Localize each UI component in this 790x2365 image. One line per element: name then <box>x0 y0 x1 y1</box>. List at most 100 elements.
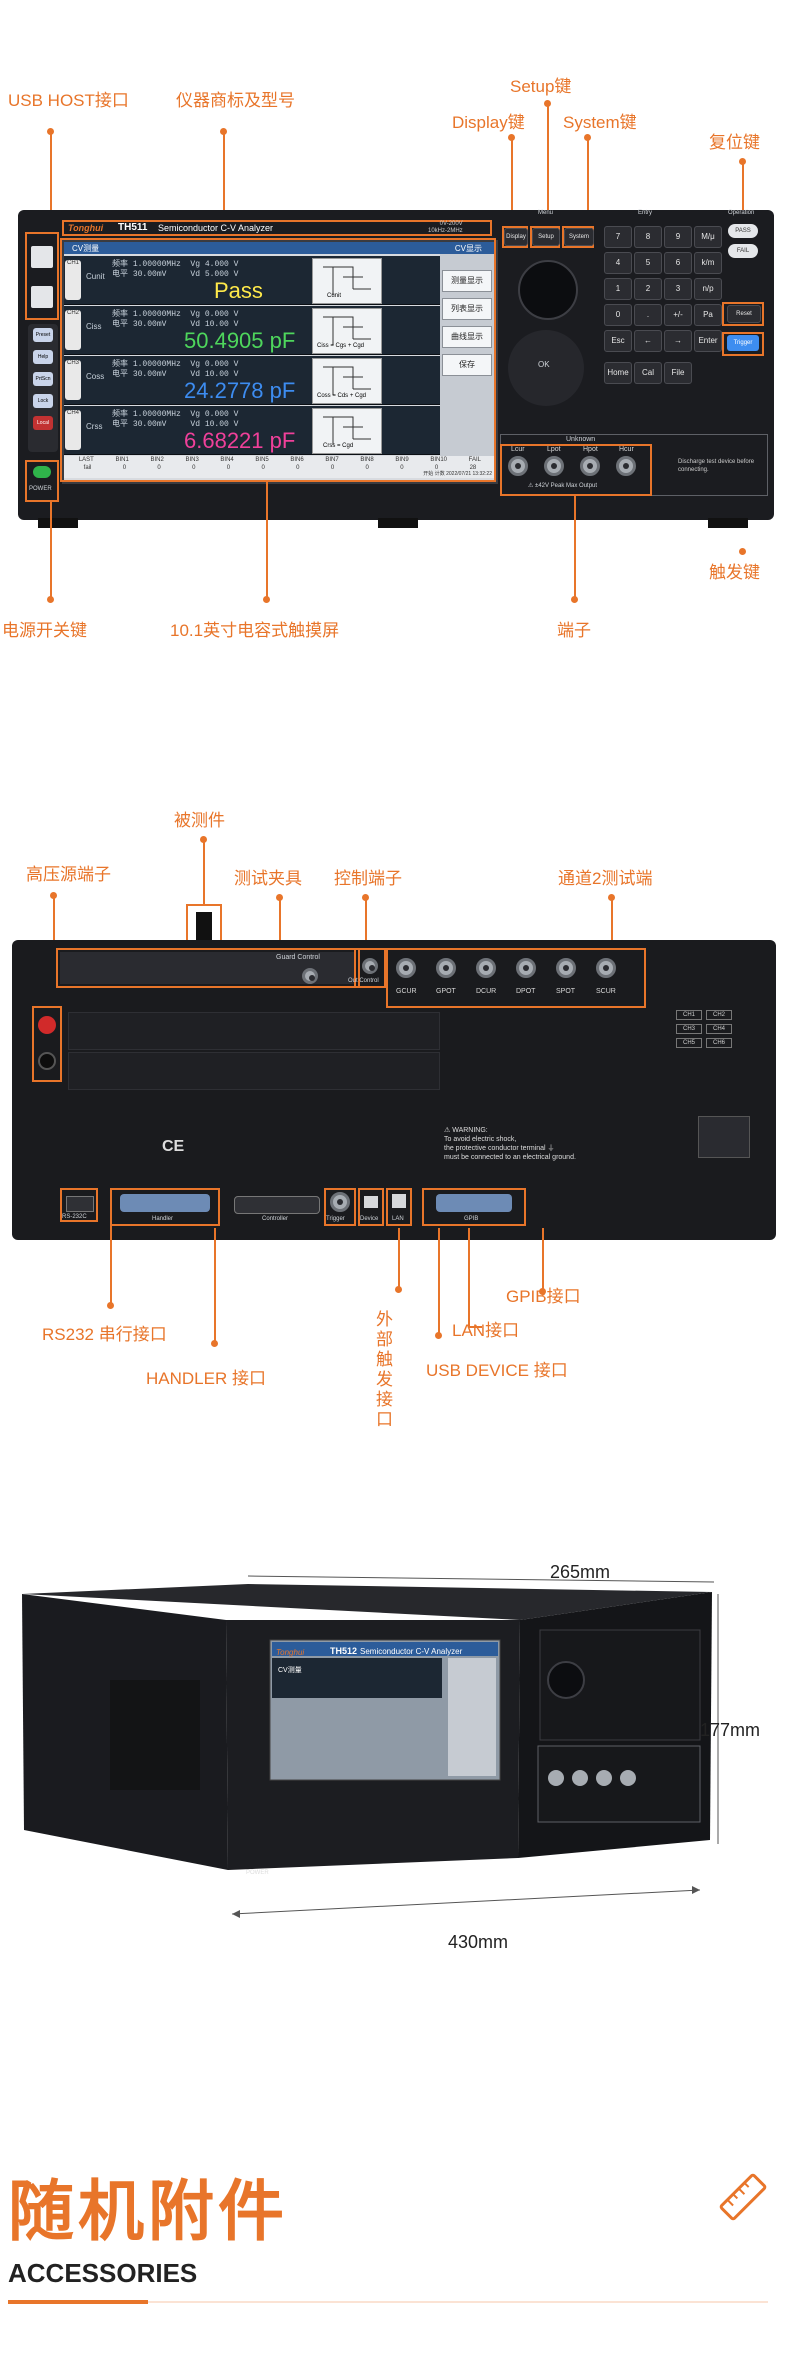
accessories-title-en: ACCESSORIES <box>8 2258 198 2288</box>
preset-key[interactable]: Preset <box>33 328 53 342</box>
terminal-note: ⚠ ±42V Peak Max Output <box>528 483 598 489</box>
local-key[interactable]: Local <box>33 416 53 430</box>
level-value: 30.00mV <box>132 270 167 279</box>
btn-list-display[interactable]: 列表显示 <box>442 298 492 320</box>
measure-row[interactable]: CH3 Coss 频率 1.00000MHz Vg 0.000 V 电平 30.… <box>64 356 440 405</box>
circuit-label: Ciss = Cgs + Cgd <box>317 343 365 349</box>
arrow-pad[interactable] <box>508 330 584 406</box>
key-1[interactable]: 1 <box>604 278 632 300</box>
setup-key[interactable]: Setup <box>532 228 560 246</box>
handler-port[interactable] <box>120 1194 210 1212</box>
key-0[interactable]: 0 <box>604 304 632 326</box>
system-key[interactable]: System <box>564 228 594 246</box>
key-dot[interactable]: . <box>634 304 662 326</box>
connector-gpot[interactable] <box>436 958 456 978</box>
terminal-lpot[interactable] <box>544 456 564 476</box>
hpot-label: Hpot <box>583 446 598 453</box>
trigger-port[interactable] <box>330 1192 350 1212</box>
key-4[interactable]: 4 <box>604 252 632 274</box>
measure-row[interactable]: CH1 Cunit 频率 1.00000MHz Vg 4.000 V 电平 30… <box>64 256 440 305</box>
btn-measure-display[interactable]: 测量显示 <box>442 270 492 292</box>
vd-value: 10.00 V <box>204 320 239 329</box>
label-lan: LAN接口 <box>452 1321 520 1340</box>
connector-spot[interactable] <box>556 958 576 978</box>
power-button[interactable] <box>33 466 51 478</box>
iso-brand: Tonghui <box>276 1648 305 1657</box>
terminal-lcur[interactable] <box>508 456 528 476</box>
key-9[interactable]: 9 <box>664 226 692 248</box>
status-count[interactable]: 计数 <box>434 471 445 477</box>
freq-value: 1.00000MHz <box>132 260 181 269</box>
key-np[interactable]: n/p <box>694 278 722 300</box>
touchscreen-callout <box>60 238 496 482</box>
menu-label: Menu <box>538 210 554 216</box>
lan-port[interactable] <box>392 1194 406 1208</box>
ok-key[interactable]: OK <box>538 360 550 369</box>
status-start[interactable]: 开始 <box>423 471 434 477</box>
connector-gcur[interactable] <box>396 958 416 978</box>
key-5[interactable]: 5 <box>634 252 662 274</box>
key-esc[interactable]: Esc <box>604 330 632 352</box>
connector-scur[interactable] <box>596 958 616 978</box>
display-key[interactable]: Display <box>504 228 528 246</box>
dim-height: 177mm <box>700 1720 761 1740</box>
touch-screen[interactable]: CV测量 CV显示 CH1 Cunit 频率 1.00000MHz Vg 4.0… <box>62 240 498 484</box>
terminal-hpot[interactable] <box>580 456 600 476</box>
usb-port-2[interactable] <box>31 286 53 308</box>
channel-tab[interactable]: CH3 <box>65 360 81 400</box>
channel-tab[interactable]: CH2 <box>65 310 81 350</box>
key-7[interactable]: 7 <box>604 226 632 248</box>
terminal-hcur[interactable] <box>616 456 636 476</box>
lan-callout <box>386 1188 412 1226</box>
gpib-port[interactable] <box>436 1194 512 1212</box>
level-value: 30.00mV <box>132 370 167 379</box>
usb-port-1[interactable] <box>31 246 53 268</box>
guard-control-connector[interactable] <box>302 968 318 984</box>
key-km[interactable]: k/m <box>694 252 722 274</box>
rs232-port[interactable] <box>66 1196 94 1212</box>
key-home[interactable]: Home <box>604 362 632 384</box>
key-cal[interactable]: Cal <box>634 362 662 384</box>
help-key[interactable]: Help <box>33 350 53 364</box>
prtscn-key[interactable]: PrtScn <box>33 372 53 386</box>
channel-tab[interactable]: CH4 <box>65 410 81 450</box>
channel-tab[interactable]: CH1 <box>65 260 81 300</box>
key-mu[interactable]: M/μ <box>694 226 722 248</box>
reset-key[interactable]: Reset <box>727 305 761 323</box>
lock-key[interactable]: Lock <box>33 394 53 408</box>
level-value: 30.00mV <box>132 420 167 429</box>
key-2[interactable]: 2 <box>634 278 662 300</box>
iso-screen-title: CV测量 <box>278 1667 302 1674</box>
key-file[interactable]: File <box>664 362 692 384</box>
trigger-port-callout <box>324 1188 356 1226</box>
usb-device-port[interactable] <box>364 1196 378 1208</box>
hv-positive-terminal[interactable] <box>38 1016 56 1034</box>
btn-save[interactable]: 保存 <box>442 354 492 376</box>
brand-callout <box>62 220 492 236</box>
controller-port[interactable] <box>234 1196 320 1214</box>
key-plusminus[interactable]: +/- <box>664 304 692 326</box>
hv-negative-terminal[interactable] <box>38 1052 56 1070</box>
key-8[interactable]: 8 <box>634 226 662 248</box>
trigger-key[interactable]: Trigger <box>727 335 759 351</box>
key-6[interactable]: 6 <box>664 252 692 274</box>
key-pa[interactable]: Pa <box>694 304 722 326</box>
rotary-knob[interactable] <box>518 260 578 320</box>
label-touchscreen: 10.1英寸电容式触摸屏 <box>170 621 340 640</box>
connector-dcur[interactable] <box>476 958 496 978</box>
key-enter[interactable]: Enter <box>694 330 722 352</box>
entry-label: Entry <box>638 210 653 216</box>
key-3[interactable]: 3 <box>664 278 692 300</box>
gcur-label: GCUR <box>396 988 417 995</box>
measure-row[interactable]: CH2 Ciss 频率 1.00000MHz Vg 0.000 V 电平 30.… <box>64 306 440 355</box>
power-inlet[interactable] <box>698 1116 750 1158</box>
key-right[interactable]: → <box>664 330 692 352</box>
circuit-diagram: Cunit <box>312 258 382 304</box>
btn-curve-display[interactable]: 曲线显示 <box>442 326 492 348</box>
measure-row[interactable]: CH4 Crss 频率 1.00000MHz Vg 0.000 V 电平 30.… <box>64 406 440 455</box>
out-control-connector[interactable] <box>362 958 378 974</box>
connector-dpot[interactable] <box>516 958 536 978</box>
key-left[interactable]: ← <box>634 330 662 352</box>
left-keys-panel <box>28 324 58 452</box>
